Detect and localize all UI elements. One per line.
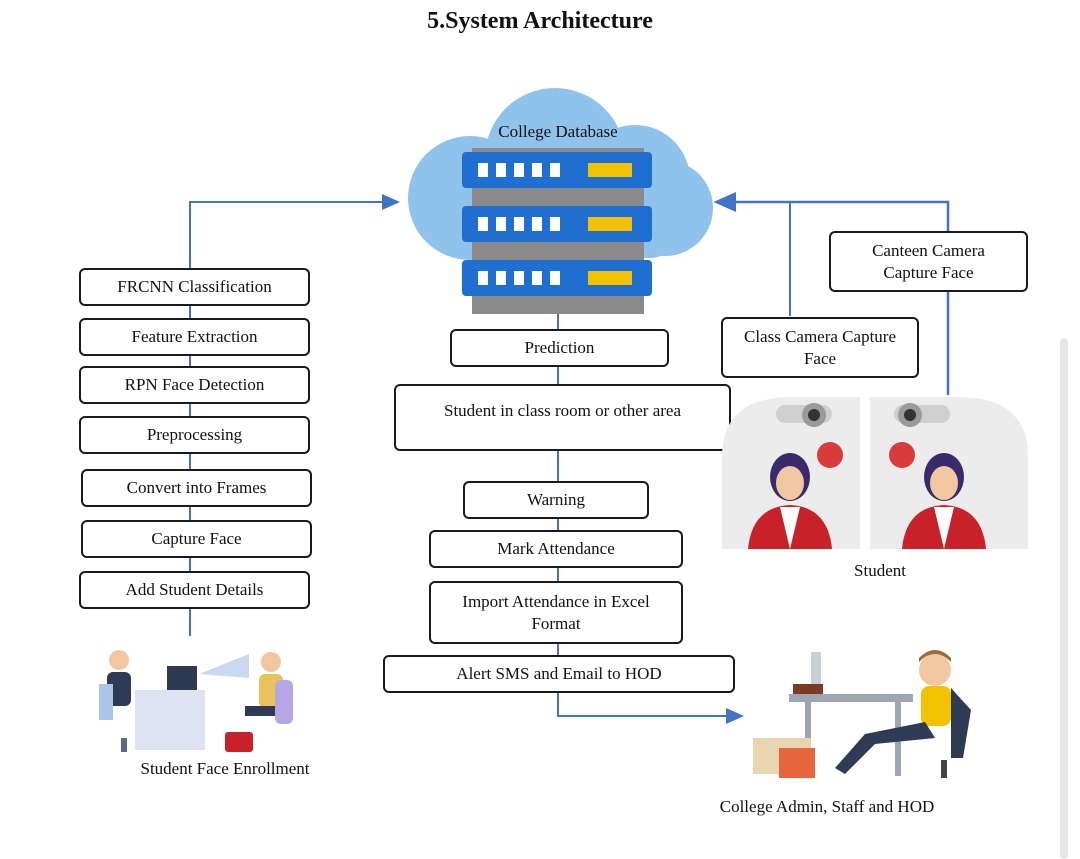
location-box: Student in class room or other area — [394, 384, 731, 451]
enrollment-illustration — [95, 644, 305, 756]
warning-box: Warning — [463, 481, 649, 519]
capture-face-box: Capture Face — [81, 520, 312, 558]
preprocessing-box: Preprocessing — [79, 416, 310, 454]
enrollment-caption: Student Face Enrollment — [140, 759, 310, 778]
scrollbar[interactable] — [1060, 338, 1068, 859]
enrollment-icon — [99, 650, 293, 752]
admin-workstation-icon — [753, 650, 971, 778]
feature-extraction-box: Feature Extraction — [79, 318, 310, 356]
prediction-box: Prediction — [450, 329, 669, 367]
import-attendance-box: Import Attendance in Excel Format — [429, 581, 683, 644]
alert-to-admin-arrow — [557, 692, 744, 724]
student-illustration — [722, 397, 1028, 549]
canteen-to-db-arrow — [713, 192, 950, 395]
admin-illustration — [745, 648, 977, 784]
student-caption: Student — [854, 561, 906, 580]
frcnn-classification-box: FRCNN Classification — [79, 268, 310, 306]
rpn-face-detection-box: RPN Face Detection — [79, 366, 310, 404]
canteen-camera-box: Canteen Camera Capture Face — [829, 231, 1028, 292]
convert-frames-box: Convert into Frames — [81, 469, 312, 507]
left-to-db-arrow — [189, 194, 400, 268]
mark-attendance-box: Mark Attendance — [429, 530, 683, 568]
college-database: College Database — [400, 88, 716, 314]
admin-caption: College Admin, Staff and HOD — [719, 797, 935, 816]
diagram-title: 5.System Architecture — [427, 8, 653, 34]
database-label: College Database — [498, 122, 618, 141]
class-camera-box: Class Camera Capture Face — [721, 317, 919, 378]
add-student-details-box: Add Student Details — [79, 571, 310, 609]
cloud-server-icon — [408, 88, 713, 314]
alert-sms-email-box: Alert SMS and Email to HOD — [383, 655, 735, 693]
student-camera-icon — [722, 397, 1028, 549]
